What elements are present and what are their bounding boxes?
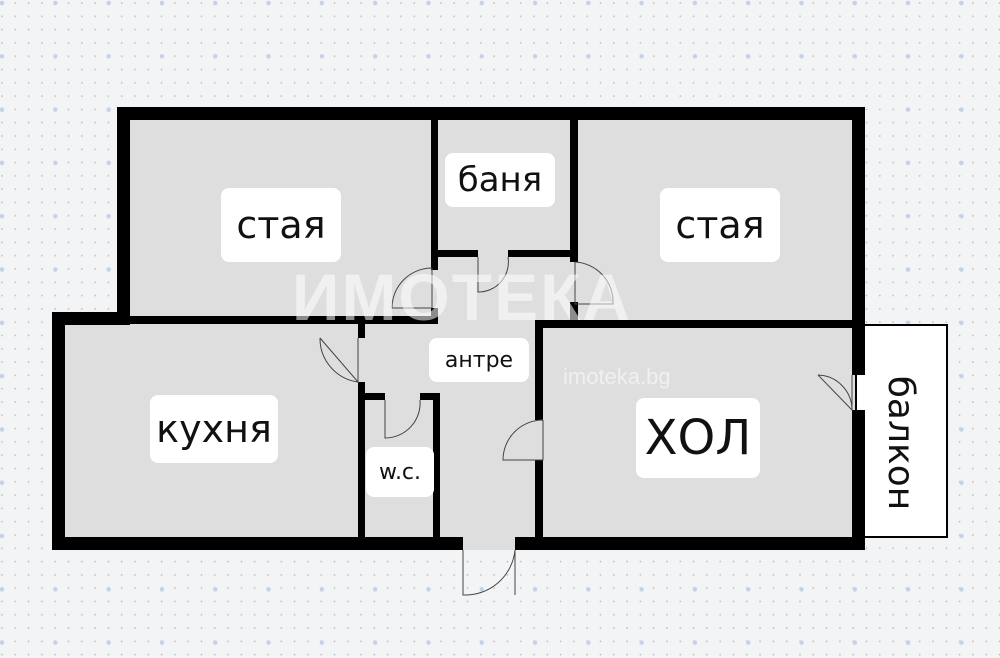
door-room2 <box>574 261 614 305</box>
door-room1 <box>391 267 433 309</box>
door-balcony <box>817 374 853 412</box>
room-label-balcony: балкон <box>880 375 922 511</box>
walls <box>52 107 865 550</box>
watermark-url: imoteka.bg <box>563 364 671 389</box>
door-living <box>502 419 544 461</box>
room-label-living: хол <box>636 398 760 478</box>
door-kitchen <box>319 337 359 384</box>
doors <box>319 256 853 596</box>
room-label-bathroom: баня <box>445 153 555 207</box>
room-label-room1: стая <box>221 188 341 262</box>
room-label-hallway: антре <box>429 338 529 382</box>
door-wc <box>384 399 421 439</box>
room-label-wc: w.c. <box>366 447 434 497</box>
balcony-area <box>855 324 948 538</box>
room-label-room2: стая <box>660 188 780 262</box>
door-bathroom <box>477 256 509 293</box>
room-label-kitchen: кухня <box>150 395 278 463</box>
door-entrance <box>462 549 516 596</box>
watermark-brand: ИМОТЕКА <box>292 260 633 334</box>
